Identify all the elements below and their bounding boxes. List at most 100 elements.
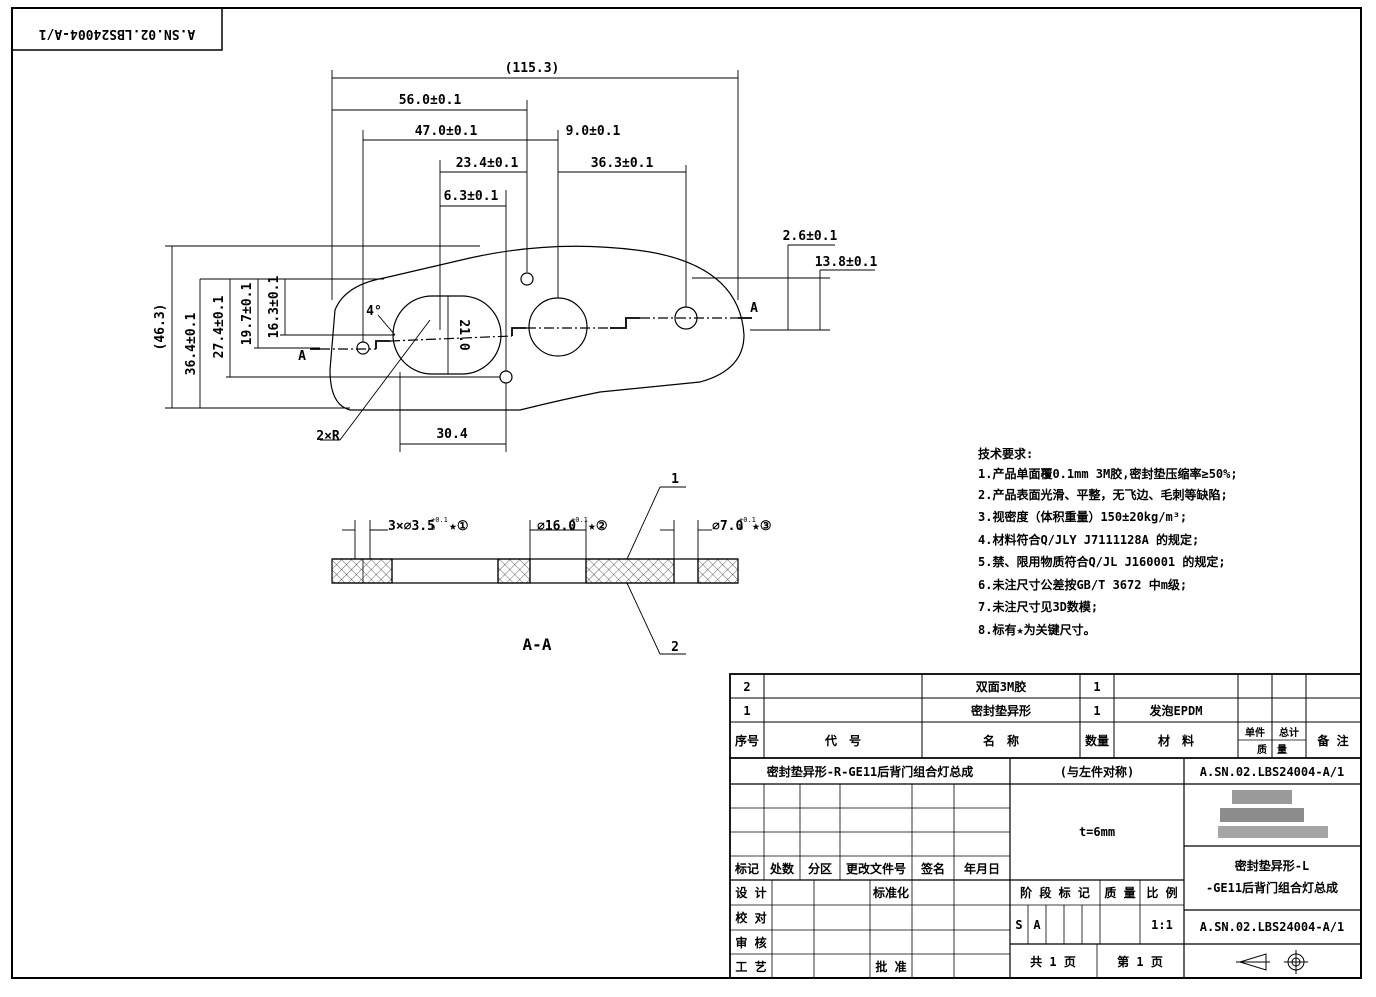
part-name-line1: 密封垫异形-L <box>1235 858 1309 873</box>
section-view <box>331 486 739 655</box>
leader-2: 2 <box>671 640 679 655</box>
left-dimension-lines <box>165 245 500 441</box>
part-title: 密封垫异形-R-GE11后背门组合灯总成 <box>767 764 974 779</box>
dim-46-3: (46.3) <box>153 304 168 351</box>
hole-7-star: ★③ <box>752 519 771 534</box>
projection-symbol-icon <box>1236 950 1308 974</box>
hole-7-tol-top: +0.1 <box>739 516 756 524</box>
sheet-no: 第 1 页 <box>1117 954 1163 969</box>
dim-19-7: 19.7±0.1 <box>240 283 255 346</box>
scale-value: 1:1 <box>1151 918 1173 932</box>
hole-7-tol-bot: 0 <box>739 524 743 532</box>
note-7: 7.未注尺寸见3D数模; <box>978 599 1098 614</box>
note-6: 6.未注尺寸公差按GB/T 3672 中m级; <box>978 577 1187 592</box>
hole-16-tol-top: +0.1 <box>571 516 588 524</box>
right-dimension-lines <box>692 244 875 331</box>
rev-header-mark: 标记 <box>734 861 759 876</box>
dim-27-4: 27.4±0.1 <box>212 296 227 359</box>
label-standard: 标准化 <box>872 885 909 900</box>
section-block-2 <box>497 558 531 584</box>
bom-row1-qty: 1 <box>1093 704 1100 718</box>
rev-header-zone: 分区 <box>808 861 832 876</box>
hole-16-tol-bot: 0 <box>571 524 575 532</box>
plan-view <box>165 70 875 452</box>
hole-16-label: ⌀16.0 <box>537 519 576 534</box>
label-review: 审 核 <box>735 935 766 950</box>
hole-7-label: ⌀7.0 <box>712 519 743 534</box>
label-check: 校 对 <box>735 910 766 925</box>
horizontal-dimension-lines <box>331 70 739 452</box>
dim-47-0: 47.0±0.1 <box>415 124 478 139</box>
section-centerline <box>320 317 738 350</box>
label-approve: 批 准 <box>875 959 906 974</box>
gasket-outline <box>329 245 745 411</box>
section-mark-left: A <box>298 349 306 364</box>
label-process: 工 艺 <box>735 959 766 974</box>
note-2: 2.产品表面光滑、平整，无飞边、毛刺等缺陷; <box>978 487 1228 502</box>
angle-4: 4° <box>366 304 382 319</box>
notes-heading: 技术要求: <box>978 446 1033 461</box>
dim-21-0: 21.0 <box>456 319 471 350</box>
dim-6-3: 6.3±0.1 <box>444 189 499 204</box>
note-5: 5.禁、限用物质符合Q/JL J160001 的规定; <box>978 554 1226 569</box>
part-name-line2: -GE11后背门组合灯总成 <box>1206 880 1338 895</box>
rev-header-count: 处数 <box>769 861 795 876</box>
title-block-lines <box>729 673 1362 979</box>
hole-16-star: ★② <box>588 519 607 534</box>
bom-header-qty: 数量 <box>1085 733 1109 748</box>
stage-s: S <box>1015 918 1022 932</box>
hole-3x-star: ★① <box>449 519 468 534</box>
hole-3x-label: 3×⌀3.5 <box>388 519 435 534</box>
dim-2-6: 2.6±0.1 <box>783 229 838 244</box>
dim-23-4: 23.4±0.1 <box>456 156 519 171</box>
dim-56-0: 56.0±0.1 <box>399 93 462 108</box>
large-hole <box>528 297 588 357</box>
outer-border <box>11 7 1362 979</box>
label-scale: 比 例 <box>1146 885 1177 900</box>
bom-header-code: 代 号 <box>824 733 861 748</box>
bom-row2-no: 2 <box>743 680 750 694</box>
rev-header-date: 年月日 <box>964 861 1000 876</box>
rev-header-sign: 签名 <box>920 861 945 876</box>
dim-115-3: (115.3) <box>505 61 560 76</box>
bom-header-unit: 单件 <box>1245 726 1265 739</box>
stage-a: A <box>1033 918 1041 932</box>
bom-header-name: 名 称 <box>983 733 1019 748</box>
dim-16-3: 16.3±0.1 <box>267 276 282 339</box>
bom-header-remark: 备 注 <box>1316 733 1348 748</box>
dim-36-4: 36.4±0.1 <box>184 313 199 376</box>
label-design: 设 计 <box>735 885 766 900</box>
section-block-4 <box>697 558 739 584</box>
bom-row2-name: 双面3M胶 <box>976 679 1026 694</box>
note-4: 4.材料符合Q/JLY J7111128A 的规定; <box>978 532 1199 547</box>
drawing-number-box <box>11 7 223 51</box>
company-logo-blurred <box>1218 790 1328 838</box>
dim-36-3: 36.3±0.1 <box>591 156 654 171</box>
bom-header-no: 序号 <box>735 733 759 748</box>
dim-30-4: 30.4 <box>436 427 467 442</box>
bom-row2-qty: 1 <box>1093 680 1100 694</box>
thickness: t=6mm <box>1079 825 1115 839</box>
leader-1: 1 <box>671 472 679 487</box>
dim-9-0: 9.0±0.1 <box>566 124 621 139</box>
total-sheets: 共 1 页 <box>1030 954 1076 969</box>
label-weight: 质 量 <box>1104 885 1135 900</box>
technical-notes: 技术要求: 1.产品单面覆0.1mm 3M胶,密封垫压缩率≥50%; 2.产品表… <box>978 446 1238 637</box>
hole-3x-tol-bot: 0 <box>431 524 435 532</box>
section-mark-right: A <box>750 301 758 316</box>
bom-row1-name: 密封垫异形 <box>971 703 1031 718</box>
bom-row1-no: 1 <box>743 704 750 718</box>
bom-row1-material: 发泡EPDM <box>1149 703 1203 718</box>
bom-header-mass: 质 量 <box>1257 743 1287 756</box>
label-stage-mark: 阶 段 标 记 <box>1020 885 1090 900</box>
oblong-slot <box>392 295 502 375</box>
section-title: A-A <box>523 635 552 654</box>
rev-header-doc: 更改文件号 <box>846 861 906 876</box>
drawing-number-flipped: A.SN.02.LBS24004-A/1 <box>39 26 196 41</box>
note-8: 8.标有★为关键尺寸。 <box>978 622 1096 637</box>
small-hole-bottom <box>499 370 513 384</box>
mirror-note: (与左件对称) <box>1060 764 1134 779</box>
section-block-1 <box>331 558 393 584</box>
dim-13-8: 13.8±0.1 <box>815 255 878 270</box>
